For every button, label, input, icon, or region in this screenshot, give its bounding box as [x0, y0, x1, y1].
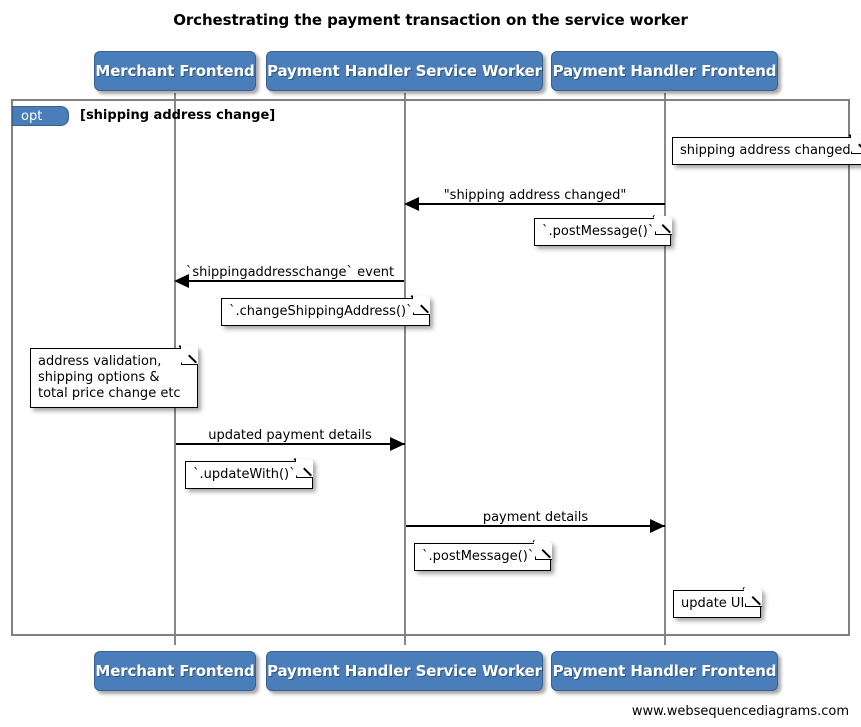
message-line-updated-payment-details — [176, 443, 405, 445]
message-label-shipping-address-changed: "shipping address changed" — [443, 188, 627, 203]
note-fold-icon — [534, 541, 552, 560]
note-update-ui: update UI — [673, 588, 762, 618]
note-fold-icon — [744, 588, 762, 607]
participant-payment-handler-frontend-top[interactable]: Payment Handler Frontend — [551, 51, 778, 91]
note-postmessage-1: `.postMessage()` — [534, 216, 672, 246]
opt-fragment-condition: [shipping address change] — [80, 108, 276, 123]
note-fold-icon — [295, 459, 314, 478]
participant-merchant-frontend-top[interactable]: Merchant Frontend — [94, 51, 256, 91]
note-address-validation: address validation, shipping options & t… — [30, 346, 199, 408]
message-label-payment-details: payment details — [482, 510, 589, 525]
participant-payment-handler-service-worker-bottom[interactable]: Payment Handler Service Worker — [266, 651, 543, 691]
note-postmessage-2: `.postMessage()` — [414, 541, 552, 571]
opt-fragment-frame — [11, 99, 850, 636]
note-text: `.postMessage()` — [422, 549, 535, 564]
note-text: address validation, shipping options & t… — [38, 354, 181, 401]
message-arrowhead-shippingaddresschange-event — [174, 274, 189, 288]
lifeline-payment-handler-service-worker — [404, 93, 406, 645]
message-line-shipping-address-changed — [406, 203, 665, 205]
note-shipping-address-changed: shipping address changed — [672, 135, 861, 165]
participant-payment-handler-service-worker-top[interactable]: Payment Handler Service Worker — [266, 51, 543, 91]
message-arrowhead-updated-payment-details — [390, 437, 405, 451]
note-changeshippingaddress: `.changeShippingAddress()` — [221, 296, 431, 326]
message-arrowhead-shipping-address-changed — [404, 197, 419, 211]
participant-merchant-frontend-bottom[interactable]: Merchant Frontend — [94, 651, 256, 691]
message-line-shippingaddresschange-event — [176, 280, 404, 282]
message-label-updated-payment-details: updated payment details — [208, 428, 372, 443]
note-fold-icon — [412, 296, 431, 315]
note-text: update UI — [681, 596, 745, 611]
message-label-shippingaddresschange-event: `shippingaddresschange` event — [185, 265, 395, 280]
note-fold-icon — [180, 346, 199, 365]
note-updatewith: `.updateWith()` — [185, 459, 314, 489]
note-fold-icon — [654, 216, 672, 235]
page-title: Orchestrating the payment transaction on… — [173, 11, 688, 29]
lifeline-payment-handler-frontend — [664, 93, 666, 645]
message-arrowhead-payment-details — [650, 519, 665, 533]
note-text: `.updateWith()` — [193, 467, 296, 482]
participant-payment-handler-frontend-bottom[interactable]: Payment Handler Frontend — [551, 651, 778, 691]
opt-fragment-tab: opt — [12, 106, 69, 126]
note-text: `.postMessage()` — [542, 224, 655, 239]
message-line-payment-details — [406, 525, 665, 527]
note-fold-icon — [850, 135, 861, 154]
note-text: `.changeShippingAddress()` — [229, 304, 413, 319]
note-text: shipping address changed — [680, 143, 851, 158]
footer-credit: www.websequencediagrams.com — [631, 704, 849, 719]
